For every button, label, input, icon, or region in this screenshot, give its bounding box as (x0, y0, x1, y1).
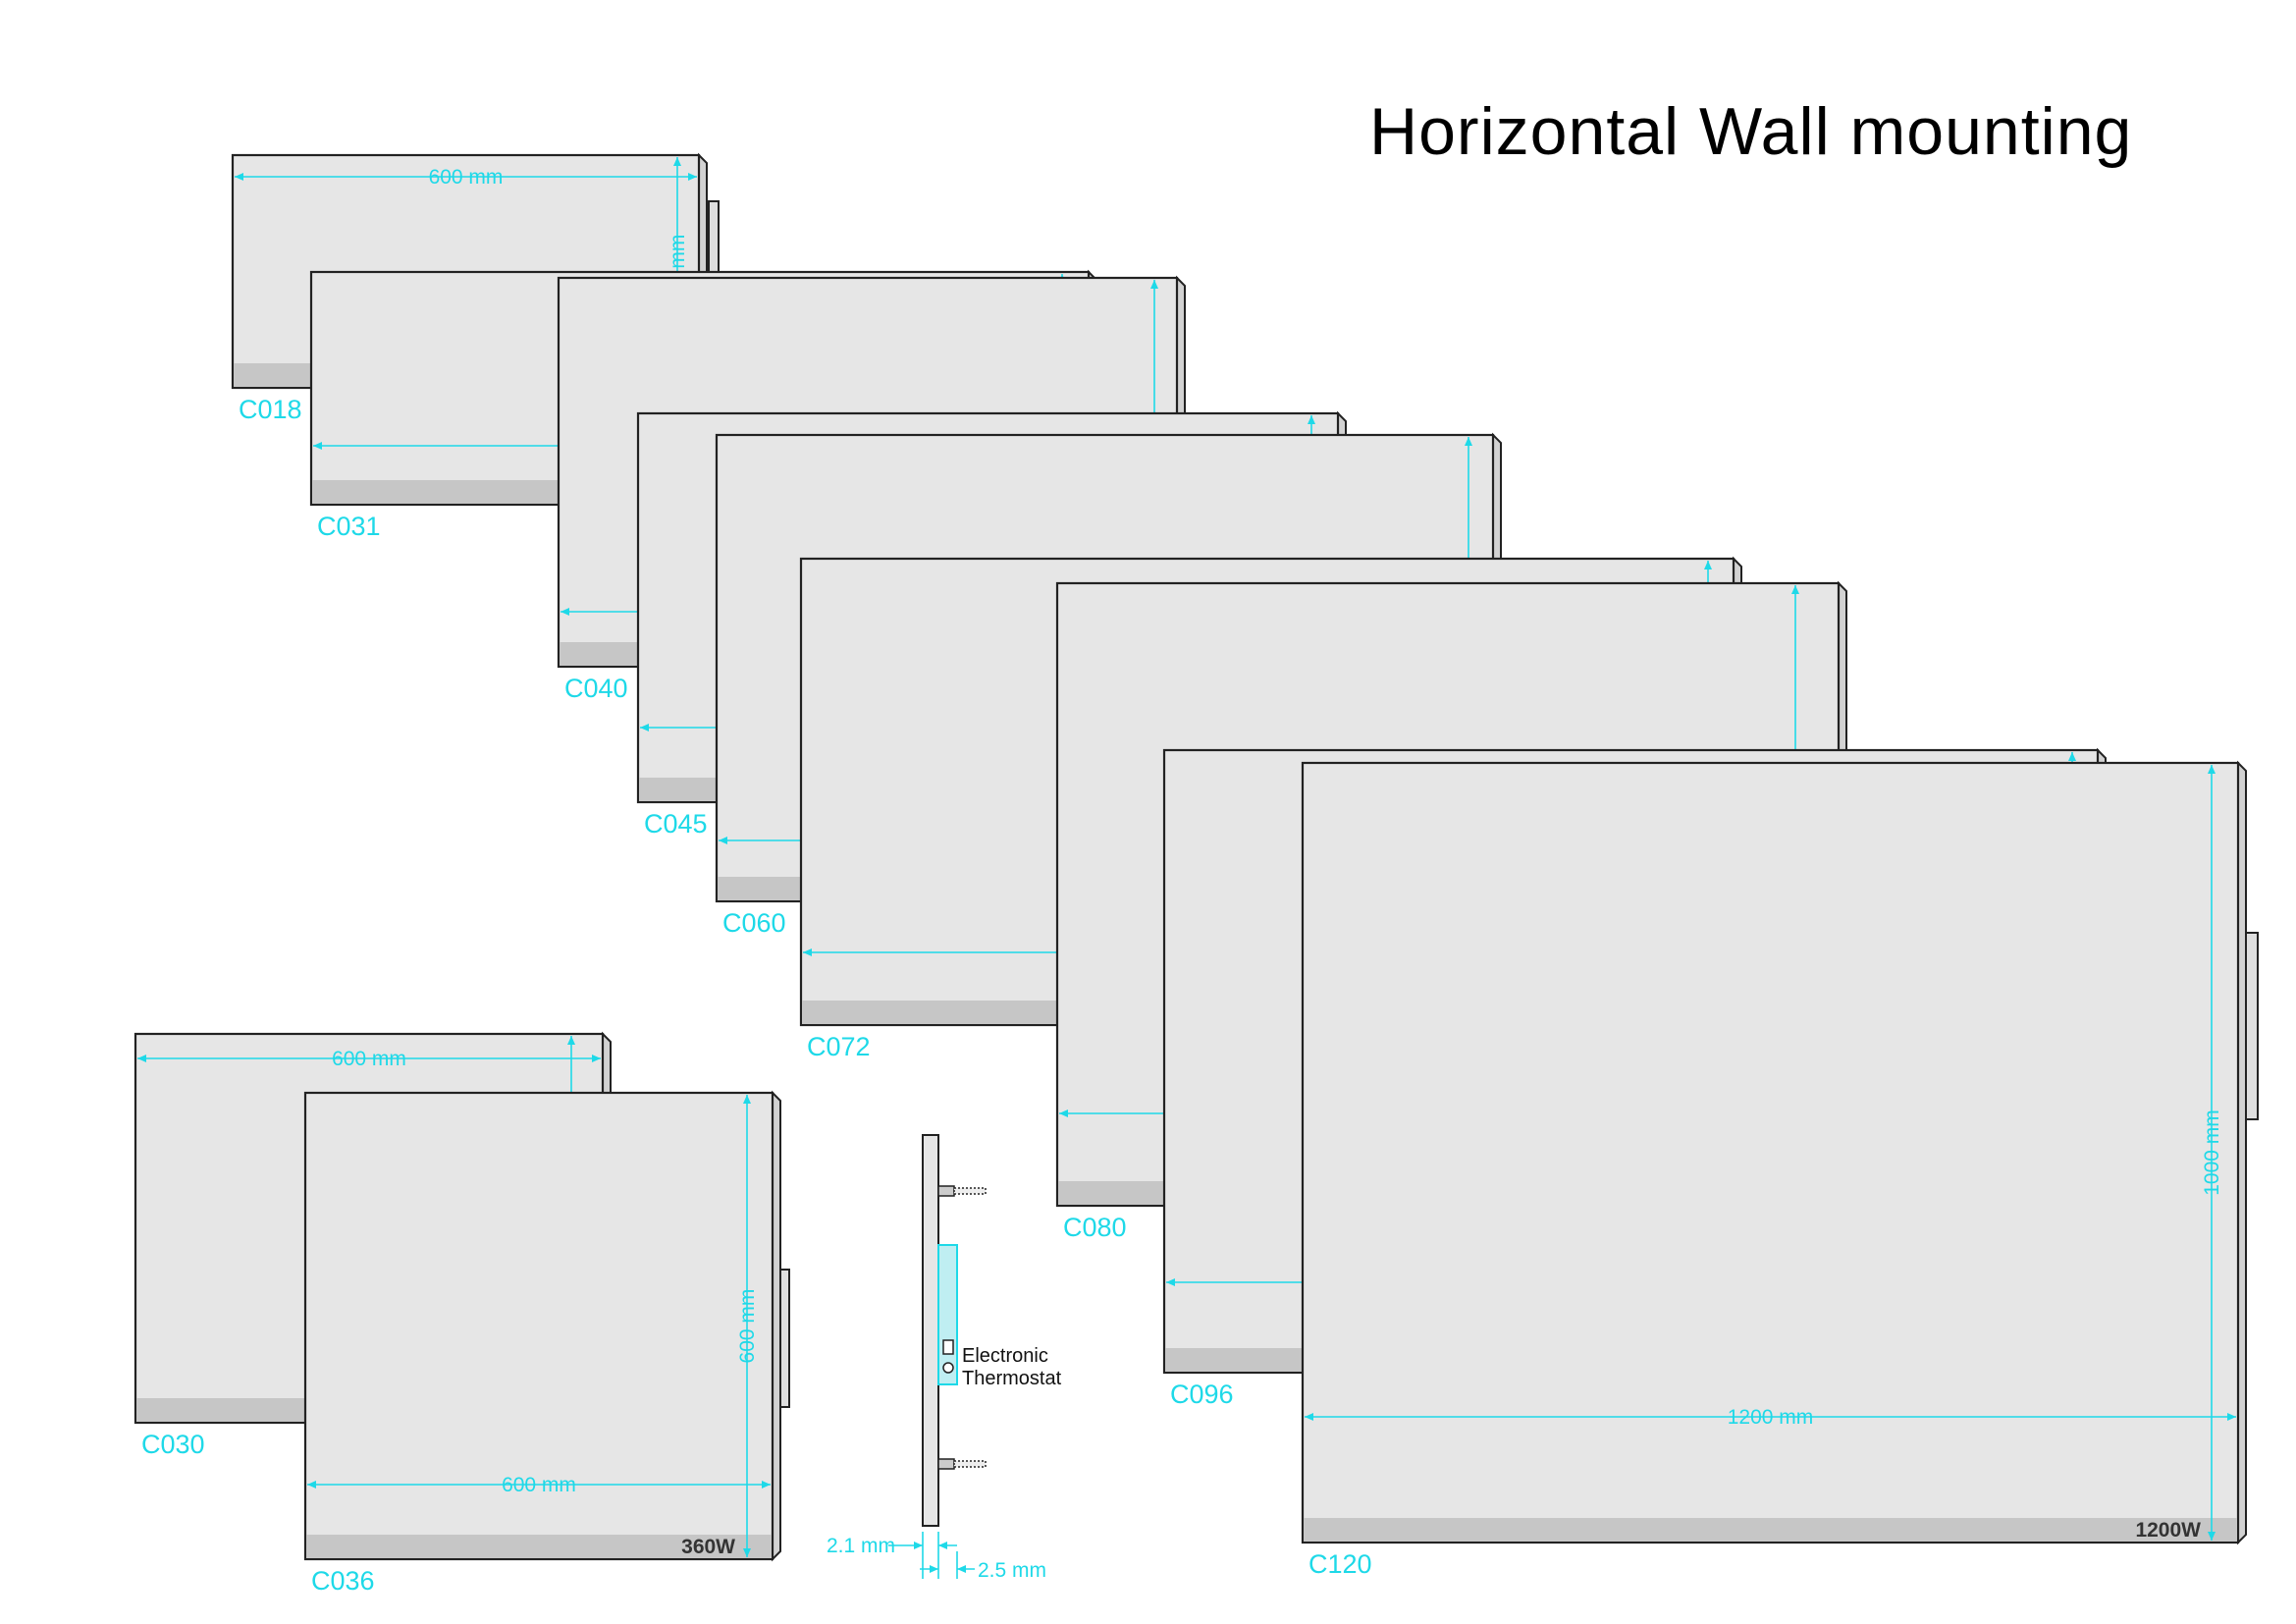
panel-side-edge (2237, 760, 2247, 1545)
thermostat-switch-icon (942, 1339, 954, 1355)
dimension-arrow (307, 1481, 316, 1489)
dimension-arrow (2068, 752, 2076, 761)
panel-face (1301, 761, 2240, 1544)
mounting-screw-thread (953, 1187, 987, 1195)
dimension-arrow (235, 173, 243, 181)
model-label: C040 (564, 674, 628, 703)
model-label: C030 (141, 1430, 205, 1459)
dimension-arrow (1166, 1278, 1175, 1286)
panel-face (303, 1091, 774, 1561)
width-dimension-label: 600 mm (332, 1048, 406, 1070)
dimension-arrow (914, 1542, 923, 1549)
dimension-arrow (2208, 1532, 2216, 1541)
dimension-arrow (930, 1565, 938, 1573)
model-label: C072 (807, 1032, 871, 1061)
model-label: C080 (1063, 1213, 1127, 1242)
power-rating: 360W (681, 1536, 735, 1558)
dimension-arrow (1704, 561, 1712, 569)
panels-layer: 600 mm300 mm180WC0181000 mm300 mm300WC03… (133, 152, 2259, 1596)
model-label: C018 (239, 395, 302, 424)
dimension-arrow (1150, 280, 1158, 289)
dimension-arrow (719, 837, 727, 844)
dimension-arrow (688, 173, 697, 181)
model-label: C096 (1170, 1380, 1234, 1409)
panel-bottom-band (306, 1535, 772, 1558)
height-dimension-label: 1000 mm (2201, 1110, 2223, 1196)
height-dimension-label: 600 mm (736, 1289, 759, 1364)
dimension-arrow (137, 1055, 146, 1062)
model-label: C060 (722, 908, 786, 938)
wall-bracket (2245, 932, 2259, 1120)
dimension-arrow (803, 948, 812, 956)
panel-side-edge (772, 1090, 781, 1562)
panel-c120: 1200 mm 1000 mm 1200W C120 (1301, 760, 2259, 1579)
panel-bottom-band (1304, 1518, 2237, 1542)
dimension-arrow (938, 1542, 947, 1549)
panel-side-profile (922, 1134, 939, 1527)
model-label: C120 (1308, 1549, 1372, 1579)
gap-label: 2.5 mm (978, 1559, 1046, 1582)
width-dimension-label: 1200 mm (1728, 1406, 1814, 1429)
dimension-arrow (561, 608, 569, 616)
dimension-arrow (592, 1055, 601, 1062)
dimension-arrow (743, 1095, 751, 1104)
dimension-arrow (1791, 585, 1799, 594)
dimension-arrow (1308, 415, 1315, 424)
dimension-arrow (2227, 1413, 2236, 1421)
dimension-arrow (640, 724, 649, 731)
dimension-arrow (957, 1565, 966, 1573)
thermostat-label-line2: Thermostat (962, 1368, 1062, 1389)
model-label: C031 (317, 512, 381, 541)
width-dimension-label: 600 mm (502, 1474, 576, 1496)
model-label: C036 (311, 1566, 375, 1596)
thermostat-label-line1: Electronic (962, 1345, 1048, 1367)
dimension-arrow (1305, 1413, 1313, 1421)
model-label: C045 (644, 809, 708, 839)
power-rating: 1200W (2135, 1519, 2201, 1542)
page-title: Horizontal Wall mounting (1369, 94, 2133, 169)
width-dimension-label: 600 mm (429, 166, 504, 189)
dimension-arrow (1059, 1110, 1068, 1117)
dimension-arrow (313, 442, 322, 450)
dimension-arrow (673, 157, 681, 166)
dimension-arrow (762, 1481, 771, 1489)
dimension-arrow (1465, 437, 1472, 446)
dimension-arrow (743, 1548, 751, 1557)
thickness-label: 2.1 mm (827, 1535, 895, 1557)
panel-c036: 600 mm 600 mm 360W C036 (303, 1090, 790, 1596)
thermostat-knob-icon (942, 1362, 954, 1374)
mounting-screw-thread (953, 1460, 987, 1468)
mounting-screw-head (937, 1458, 955, 1470)
mounting-screw-head (937, 1185, 955, 1197)
dimension-arrow (567, 1036, 575, 1045)
dimension-arrow (2208, 765, 2216, 774)
